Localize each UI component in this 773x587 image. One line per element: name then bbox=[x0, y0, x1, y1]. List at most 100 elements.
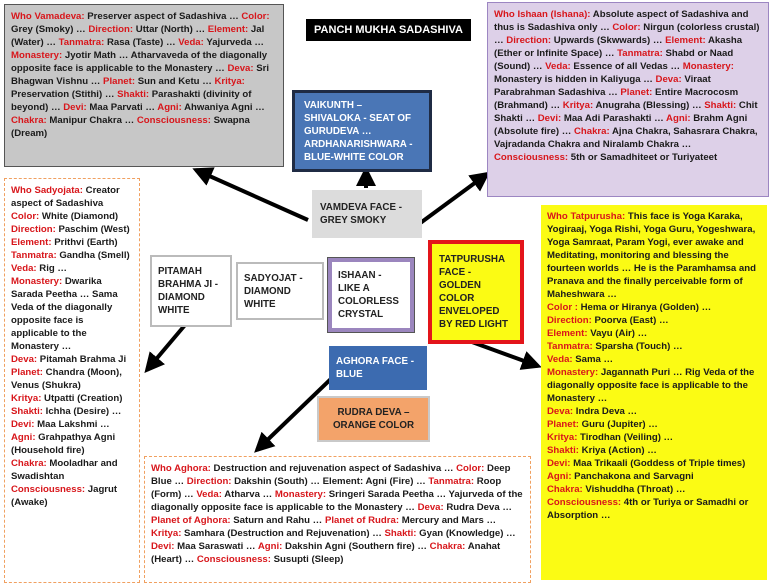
field-value: Parashakti (divinity of beyond) … bbox=[11, 89, 252, 113]
rudra-deva-box: RUDRA DEVA – ORANGE COLOR bbox=[317, 396, 430, 442]
field-label: Color: bbox=[11, 211, 40, 222]
sadyojat-face-text: SADYOJAT - DIAMOND WHITE bbox=[244, 272, 303, 310]
field-value: Rudra Deva … bbox=[443, 502, 512, 513]
field-label: Color : bbox=[547, 302, 578, 313]
field-label: Agni: bbox=[666, 113, 691, 124]
field-value: Grahpathya Agni (Household fire) bbox=[11, 432, 116, 456]
arrow-to-aghora-panel bbox=[254, 373, 337, 453]
field-value: Essence of all Vedas … bbox=[570, 61, 683, 72]
tatpurusha-face-text: TATPURUSHA FACE - GOLDEN COLOR ENVELOPED… bbox=[439, 254, 508, 330]
field-label: Veda: bbox=[178, 37, 204, 48]
field-value: Panchakona and Sarvagni bbox=[571, 471, 694, 482]
field-value: Shabd or Naad (Sound) … bbox=[494, 48, 734, 72]
field-label: Consciousness: bbox=[547, 497, 622, 508]
field-value: Atharva … bbox=[221, 489, 275, 500]
field-value: Ahwaniya Agni … bbox=[181, 102, 265, 113]
field-value: Maa Adi Parashakti … bbox=[561, 113, 667, 124]
field-label: Who Aghora: bbox=[151, 463, 211, 474]
vamadeva-info-panel: Who Vamadeva: Preserver aspect of Sadash… bbox=[4, 4, 284, 167]
field-value: Dakshin Agni (Southern fire) … bbox=[282, 541, 430, 552]
field-label: Consciousness: bbox=[136, 115, 211, 126]
field-value: Pitamah Brahma Ji bbox=[37, 354, 127, 365]
field-label: Shakti: bbox=[704, 100, 737, 111]
field-value: Sri Bhagwan Vishnu … bbox=[11, 63, 270, 87]
field-value: Jyotir Math … Atharvaveda of the diagona… bbox=[11, 50, 268, 74]
field-label: Kritya: bbox=[547, 432, 578, 443]
field-value: Prithvi (Earth) bbox=[51, 237, 118, 248]
field-value: Uttar (North) … bbox=[133, 24, 208, 35]
field-value: Nirgun (colorless crustal) … bbox=[494, 22, 760, 46]
field-label: Monastery: bbox=[11, 50, 63, 61]
field-value: Jagrut (Awake) bbox=[11, 484, 118, 508]
field-label: Who Ishaan (Ishana): bbox=[494, 9, 591, 20]
field-label: Direction: bbox=[547, 315, 592, 326]
ishaan-info-panel: Who Ishaan (Ishana): Absolute aspect of … bbox=[487, 2, 769, 197]
field-value: Yajurveda … bbox=[203, 37, 264, 48]
field-value: Maa Trikaali (Goddess of Triple times) bbox=[570, 458, 746, 469]
field-label: Chakra: bbox=[11, 115, 47, 126]
field-value: Preservation (Stithi) … bbox=[11, 89, 118, 100]
pitamah-brahma-box: PITAMAH BRAHMA JI - DIAMOND WHITE bbox=[150, 255, 232, 327]
field-label: Chakra: bbox=[547, 484, 583, 495]
field-label: Devi: bbox=[151, 541, 175, 552]
field-label: Devi: bbox=[11, 419, 35, 430]
sadyojat-face-box: SADYOJAT - DIAMOND WHITE bbox=[236, 262, 324, 320]
field-label: Planet: bbox=[547, 419, 579, 430]
field-label: Tanmatra: bbox=[11, 250, 57, 261]
field-label: Deva: bbox=[11, 354, 38, 365]
field-label: Tanmatra: bbox=[547, 341, 593, 352]
ishaan-face-box: ISHAAN - LIKE A COLORLESS CRYSTAL bbox=[327, 257, 415, 333]
field-value: Gandha (Smell) bbox=[56, 250, 130, 261]
field-label: Deva: bbox=[227, 63, 254, 74]
field-value: Rasa (Taste) … bbox=[104, 37, 179, 48]
field-label: Kritya: bbox=[151, 528, 182, 539]
field-value: Absolute aspect of Sadashiva and thus is… bbox=[494, 9, 749, 33]
field-value: Deep Blue … bbox=[151, 463, 511, 487]
field-label: Who Vamadeva: bbox=[11, 11, 85, 22]
field-value: Dwarika Sarada Peetha … Sama Veda of the… bbox=[11, 276, 118, 352]
field-value: Indra Deva … bbox=[573, 406, 638, 417]
field-label: Color: bbox=[241, 11, 270, 22]
field-label: Consciousness: bbox=[196, 554, 271, 565]
field-label: Shakti: bbox=[384, 528, 417, 539]
arrow-to-tatpurusha-panel bbox=[471, 340, 542, 370]
field-label: Tanmatra: bbox=[58, 37, 105, 48]
field-label: Shakti: bbox=[547, 445, 579, 456]
field-value: Jal (Water) … bbox=[11, 24, 265, 48]
arrow-to-vamadeva-panel bbox=[192, 167, 309, 222]
field-value: Paschim (West) bbox=[55, 224, 130, 235]
field-label: Consciousness: bbox=[11, 484, 86, 495]
field-value: Monastery is hidden in Kaliyuga … bbox=[494, 74, 656, 85]
field-value: Mercury and Mars … bbox=[399, 515, 497, 526]
field-value: Brahm Agni (Absolute fire) … bbox=[494, 113, 748, 137]
tatpurusha-info-panel: Who Tatpurusha: This face is Yoga Karaka… bbox=[541, 205, 767, 580]
field-value: Creator aspect of Sadashiva bbox=[11, 185, 120, 209]
field-label: Tanmatra: bbox=[617, 48, 663, 59]
field-label: Monastery: bbox=[547, 367, 599, 378]
field-value: 5th or Samadhiteet or Turiyateet bbox=[568, 152, 718, 163]
field-value: Anahat (Heart) … bbox=[151, 541, 501, 565]
vamdeva-face-text: VAMDEVA FACE - GREY SMOKY bbox=[320, 202, 403, 226]
field-label: Kritya: bbox=[214, 76, 245, 87]
field-value: Saturn and Rahu … bbox=[230, 515, 325, 526]
field-value: Susupti (Sleep) bbox=[270, 554, 344, 565]
field-label: Chakra: bbox=[11, 458, 47, 469]
field-label: Shakti: bbox=[117, 89, 150, 100]
field-value: Ajna Chakra, Sahasrara Chakra, Vajradand… bbox=[494, 126, 758, 150]
field-value: Gyan (Knowledge) … bbox=[416, 528, 516, 539]
pitamah-brahma-text: PITAMAH BRAHMA JI - DIAMOND WHITE bbox=[158, 266, 219, 316]
field-label: Devi: bbox=[63, 102, 87, 113]
field-value: Samhara (Destruction and Rejuvenation) … bbox=[181, 528, 385, 539]
ishaan-face-text: ISHAAN - LIKE A COLORLESS CRYSTAL bbox=[338, 270, 399, 320]
field-value: Tirodhan (Veiling) … bbox=[577, 432, 674, 443]
field-value: Ichha (Desire) … bbox=[43, 406, 122, 417]
field-label: Deva: bbox=[417, 502, 444, 513]
field-label: Agni: bbox=[11, 432, 36, 443]
field-label: Kritya: bbox=[562, 100, 594, 111]
field-label: Color: bbox=[612, 22, 641, 33]
field-value: Vayu (Air) … bbox=[587, 328, 648, 339]
field-value: Entire Macrocosm (Brahmand) … bbox=[494, 87, 739, 111]
field-label: Color: bbox=[456, 463, 485, 474]
field-label: Devi: bbox=[547, 458, 571, 469]
field-value: Kriya (Action) … bbox=[579, 445, 657, 456]
